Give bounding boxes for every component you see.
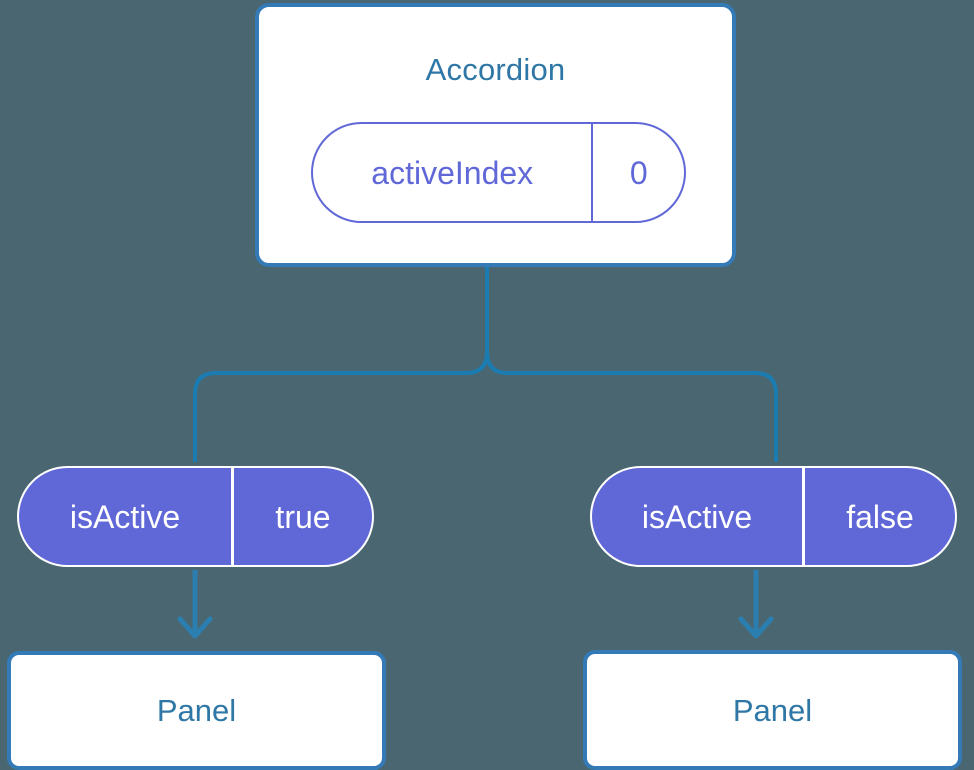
is-active-key-left: isActive bbox=[19, 468, 234, 565]
is-active-key-right: isActive bbox=[592, 468, 805, 565]
panel-title-right: Panel bbox=[732, 692, 813, 728]
active-index-value: 0 bbox=[629, 154, 648, 191]
arrow-head-left-icon bbox=[177, 616, 213, 639]
active-index-state-pill[interactable]: activeIndex 0 bbox=[311, 122, 686, 223]
accordion-title: Accordion bbox=[425, 52, 566, 87]
connector-branch-left bbox=[193, 351, 489, 462]
connector-branch-right bbox=[485, 351, 778, 462]
panel-component-card-right[interactable]: Panel bbox=[583, 650, 962, 770]
active-index-key: activeIndex bbox=[313, 124, 594, 221]
panel-title-left: Panel bbox=[156, 693, 237, 728]
is-active-prop-pill-right[interactable]: isActive false bbox=[590, 466, 957, 567]
panel-component-card-left[interactable]: Panel bbox=[7, 651, 386, 770]
is-active-value-right: false bbox=[846, 498, 914, 535]
accordion-component-card[interactable]: Accordion activeIndex 0 bbox=[255, 3, 736, 267]
is-active-prop-pill-left[interactable]: isActive true bbox=[17, 466, 374, 567]
arrow-head-right-icon bbox=[738, 616, 774, 639]
is-active-value-left: true bbox=[275, 498, 331, 535]
